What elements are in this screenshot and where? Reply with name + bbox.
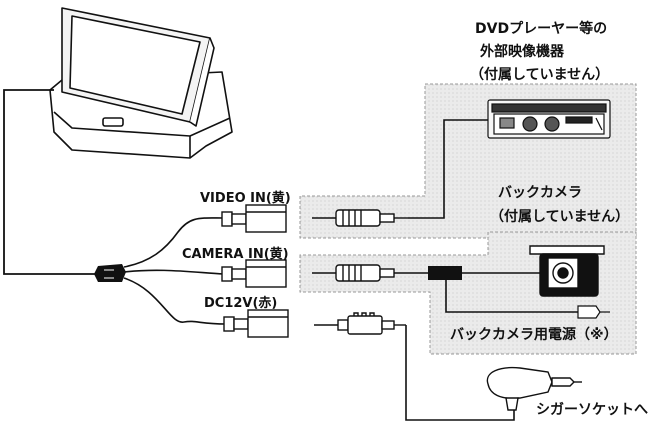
camera-in-connector (221, 259, 287, 288)
back-camera-icon (529, 245, 605, 297)
dvd-label-line3: （付属していません） (470, 67, 610, 83)
cigar-plug-icon (486, 366, 582, 411)
dc-plug-icon (314, 312, 406, 335)
rca-plug-icon (312, 209, 408, 227)
camera-power-plug (577, 305, 610, 319)
video-in-label: VIDEO IN(黄) (200, 191, 291, 206)
dvd-label-line2: 外部映像機器 (480, 44, 564, 60)
camera-label-line1: バックカメラ (498, 185, 582, 201)
camera-label-line2: （付属していません） (490, 209, 630, 225)
dvd-label-line1: DVDプレーヤー等の (475, 21, 608, 37)
dc12v-connector (223, 309, 289, 338)
dvd-player-icon (487, 99, 611, 139)
cigar-socket-label: シガーソケットへ (536, 402, 648, 418)
camera-power-label: バックカメラ用電源（※） (450, 327, 618, 343)
camera-in-label: CAMERA IN(黄) (182, 247, 289, 262)
rca-plug-icon (312, 264, 428, 282)
monitor-icon (49, 7, 233, 159)
dc12v-label: DC12V(赤) (204, 296, 278, 311)
splitter-icon (94, 264, 126, 282)
video-in-connector (221, 204, 287, 233)
main-cable (3, 89, 100, 275)
